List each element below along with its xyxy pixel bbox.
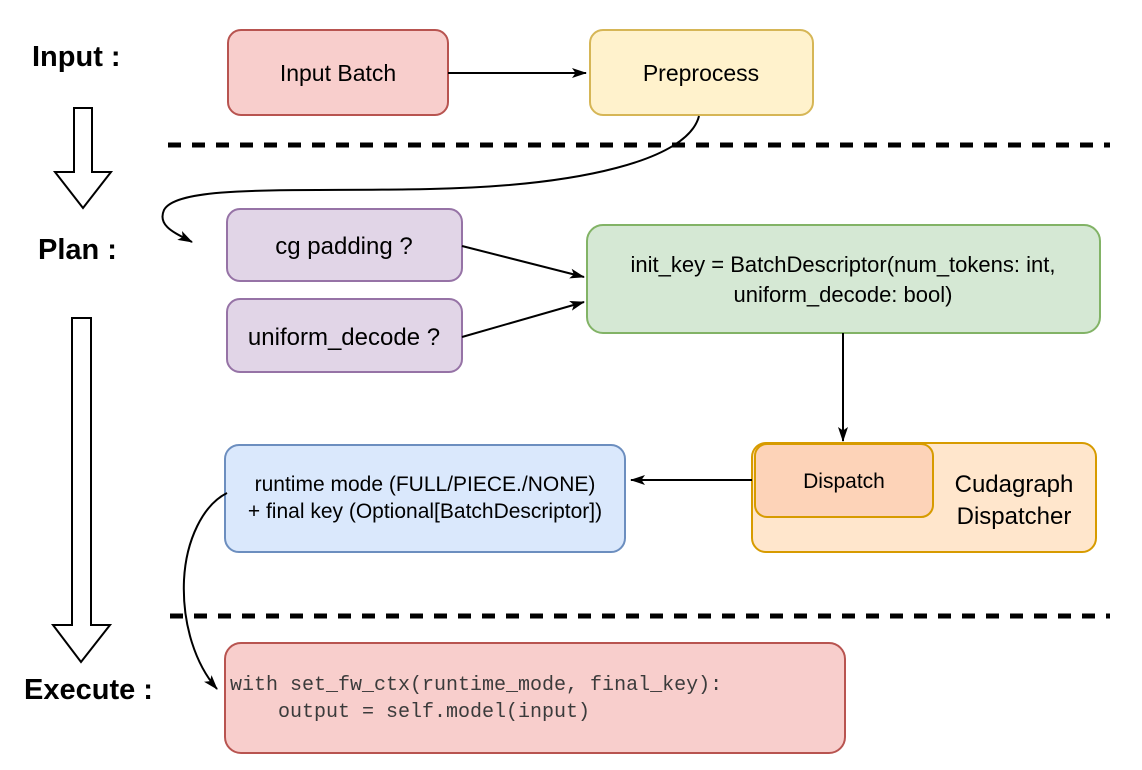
input-to-plan-arrow-icon (52, 107, 114, 210)
cudagraph-dispatcher-label-line1: Cudagraph (955, 471, 1074, 498)
uniform-decode-label: uniform_decode ? (248, 324, 440, 351)
runtime-mode-to-execute-arrow (182, 492, 228, 690)
plan-section-label: Plan : (38, 234, 117, 266)
uniform-decode-node (226, 298, 463, 373)
runtime-mode-node (224, 444, 626, 553)
execute-code-line2: output = self.model(input) (230, 701, 590, 724)
uniform-decode-to-init-key-arrow (461, 301, 585, 338)
init-key-node (586, 224, 1101, 334)
execute-section-label: Execute : (24, 674, 153, 706)
init-key-label-line1: init_key = BatchDescriptor(num_tokens: i… (631, 252, 1056, 277)
dispatch-label: Dispatch (803, 470, 885, 493)
cg-padding-to-init-key-arrow (461, 245, 585, 279)
plan-to-execute-arrow-icon (50, 317, 113, 664)
execute-code-line1: with set_fw_ctx(runtime_mode, final_key)… (230, 674, 722, 697)
init-key-label-line2: uniform_decode: bool) (734, 282, 953, 307)
cg-padding-node (226, 208, 463, 282)
preprocess-to-plan-arrow (161, 115, 700, 243)
dispatch-node (754, 443, 934, 518)
input-batch-label: Input Batch (280, 60, 396, 86)
runtime-mode-label-line2: + final key (Optional[BatchDescriptor]) (248, 500, 602, 523)
preprocess-label: Preprocess (643, 60, 759, 86)
preprocess-node (589, 29, 814, 116)
execute-code-node (224, 642, 846, 754)
runtime-mode-label-line1: runtime mode (FULL/PIECE./NONE) (255, 473, 596, 496)
input-section-label: Input : (32, 41, 121, 73)
cg-padding-label: cg padding ? (275, 233, 412, 260)
cudagraph-dispatcher-label-line2: Dispatcher (957, 503, 1072, 530)
